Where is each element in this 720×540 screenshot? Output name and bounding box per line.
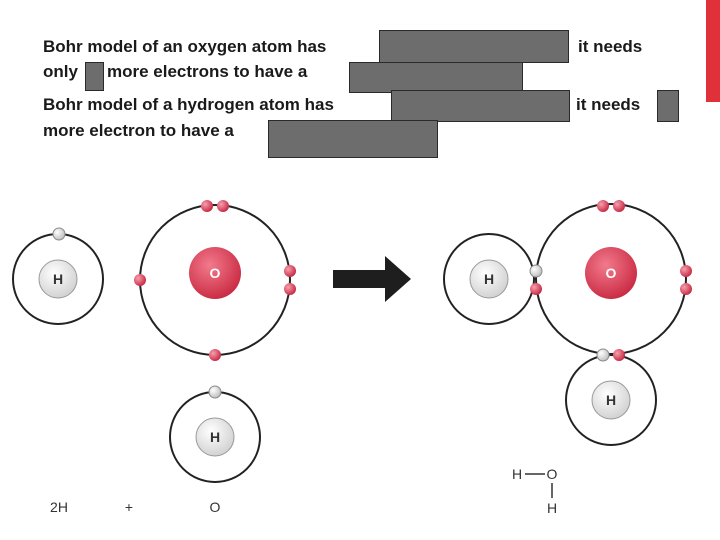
electron — [680, 265, 692, 277]
redaction-box-5 — [657, 90, 679, 122]
redaction-box-4 — [391, 90, 570, 122]
hydrogen-atom-bottom: H — [169, 385, 261, 483]
electron — [134, 274, 146, 286]
hydrogen-atom-left: H — [12, 227, 104, 325]
electron — [597, 200, 609, 212]
oxygen-nucleus — [189, 247, 241, 299]
electron — [209, 349, 221, 361]
structural-h-bottom: H — [547, 500, 557, 516]
electron — [217, 200, 229, 212]
electron — [284, 265, 296, 277]
structural-h-top: H — [512, 466, 522, 482]
electron — [613, 349, 625, 361]
redaction-box-2 — [85, 62, 104, 91]
structural-formula: H O H — [512, 466, 558, 516]
right-arrow-icon — [333, 256, 411, 302]
oxygen-nucleus — [585, 247, 637, 299]
equation-rhs: O — [210, 499, 221, 515]
electron — [284, 283, 296, 295]
electron — [529, 264, 543, 278]
hydrogen-label: H — [484, 271, 494, 287]
text-line-3a: Bohr model of a hydrogen atom has — [43, 95, 334, 114]
electron — [530, 283, 542, 295]
electron — [208, 385, 222, 399]
hydrogen-nucleus — [195, 417, 235, 457]
hydrogen-label: H — [53, 271, 63, 287]
electron — [52, 227, 66, 241]
oxygen-label: O — [606, 265, 617, 281]
hydrogen-label: H — [210, 429, 220, 445]
text-line-2a: only — [43, 62, 78, 81]
oxygen-label: O — [210, 265, 221, 281]
water-molecule: H O H — [443, 200, 692, 446]
equation-plus: + — [125, 499, 133, 515]
equation-lhs: 2H — [50, 499, 68, 515]
text-line-1a: Bohr model of an oxygen atom has — [43, 37, 327, 56]
redaction-box-6 — [268, 120, 438, 158]
accent-bar — [706, 0, 720, 102]
structural-o: O — [547, 466, 558, 482]
text-line-3b: it needs — [576, 95, 641, 114]
electron — [201, 200, 213, 212]
hydrogen-label: H — [606, 392, 616, 408]
text-line-2b: more electrons to have a — [107, 62, 308, 81]
electron — [613, 200, 625, 212]
electron — [680, 283, 692, 295]
orbit-ring — [443, 233, 535, 325]
oxygen-atom-left: O — [134, 200, 296, 361]
orbit-ring — [565, 354, 657, 446]
hydrogen-nucleus — [591, 380, 631, 420]
hydrogen-nucleus — [38, 259, 78, 299]
hydrogen-nucleus — [469, 259, 509, 299]
redaction-box-1 — [379, 30, 569, 63]
text-line-1b: it needs — [578, 37, 643, 56]
text-line-4a: more electron to have a — [43, 121, 234, 140]
electron — [596, 348, 610, 362]
